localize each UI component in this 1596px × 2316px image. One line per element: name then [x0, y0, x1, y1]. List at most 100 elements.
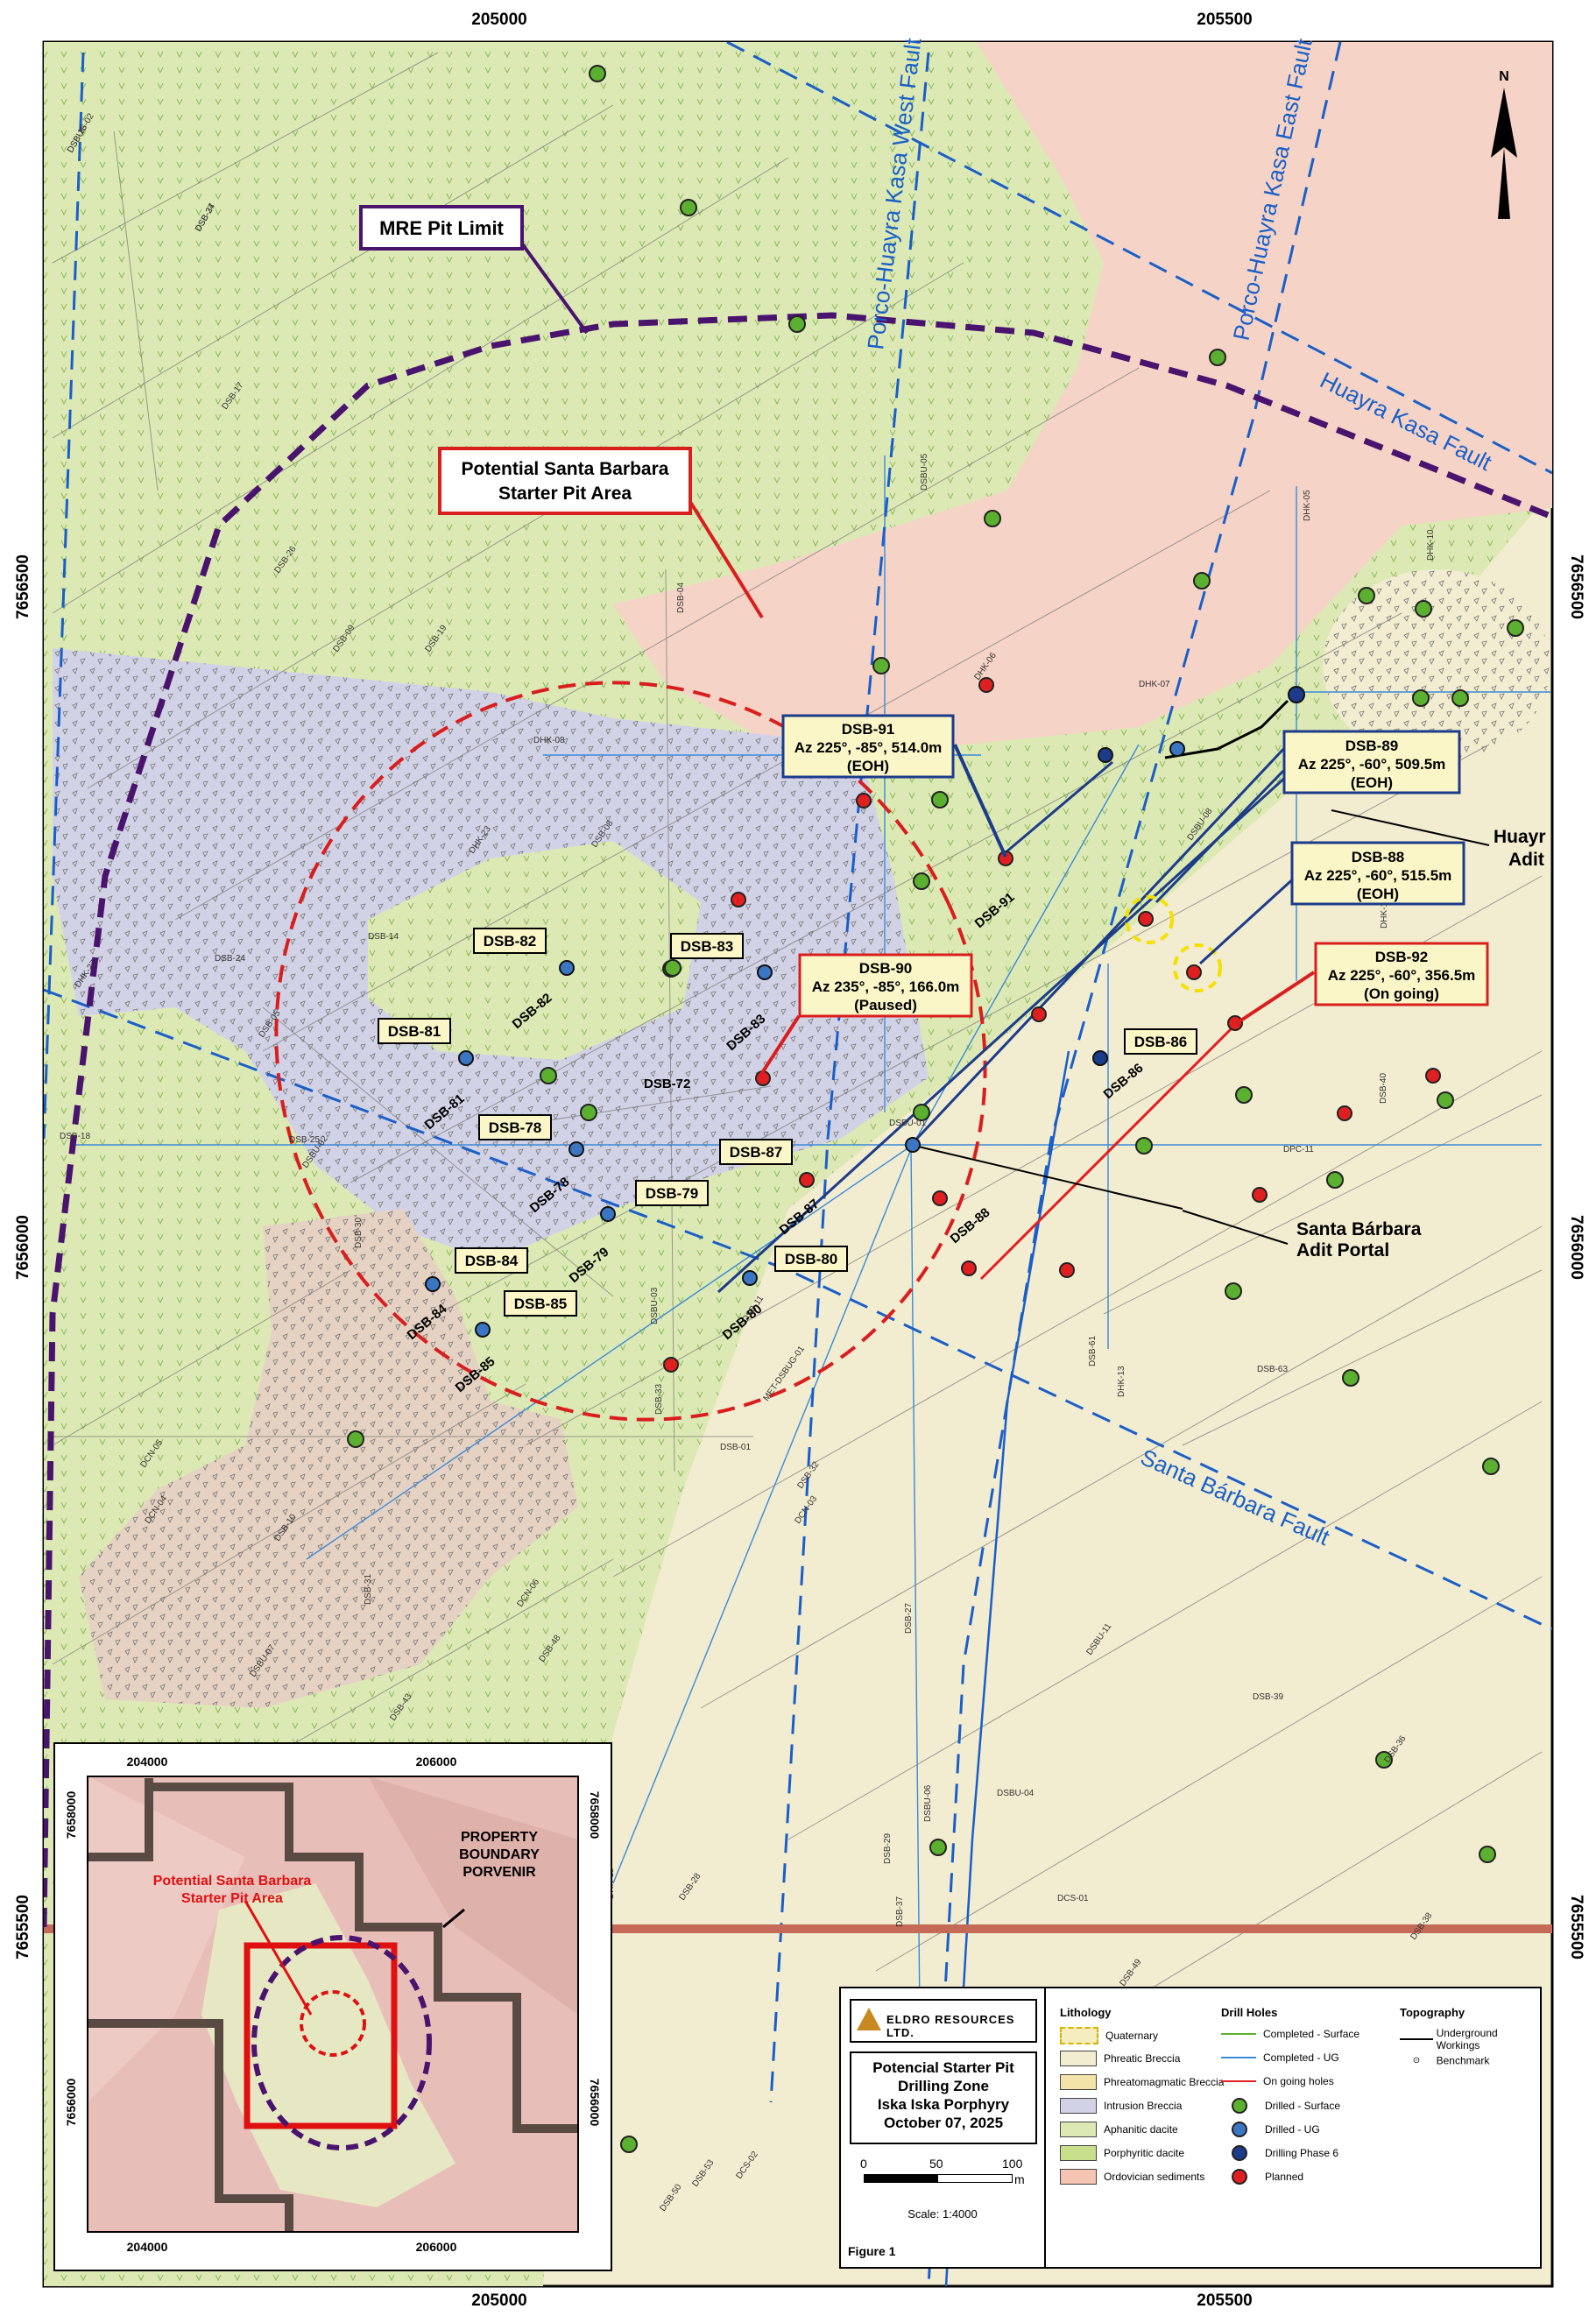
dsb91-title: DSB-91	[842, 721, 894, 738]
easting-bottom-2: 205500	[1197, 2291, 1252, 2310]
lithology-label: Phreatomagmatic Breccia	[1104, 2076, 1225, 2088]
lithology-label: Aphanitic dacite	[1104, 2123, 1178, 2136]
inset-boundary-b	[149, 1783, 578, 2133]
dsb91-line2: Az 225°, -85°, 514.0m	[794, 739, 943, 756]
drill-symbol-icon	[1232, 2145, 1247, 2161]
highlight-dsb88	[1125, 895, 1174, 944]
lithology-swatch	[1060, 2169, 1097, 2185]
dsb92-callout	[1314, 942, 1489, 1006]
legend-lithology-title: Lithology	[1060, 2006, 1112, 2019]
hole-box-dsb-80: DSB-80	[774, 1246, 848, 1272]
dsb89-callout	[1282, 730, 1461, 794]
dsb92-title: DSB-92	[1375, 949, 1428, 965]
topo-item-workings: Underground Workings	[1400, 2027, 1531, 2051]
coordinate-labels: 205000 205500 205000 205500 7656500 7656…	[14, 11, 1585, 2310]
north-label: N	[1499, 69, 1509, 84]
scale-bar-shape	[864, 2174, 1013, 2183]
minor-label: DCS-01	[1057, 1894, 1089, 1903]
dsb89-title: DSB-89	[1345, 738, 1398, 754]
legend-drill-title: Drill Holes	[1221, 2006, 1278, 2019]
inset-starter-line1: Potential Santa Barbara	[153, 1874, 312, 1889]
drill-label: Drilled - Surface	[1265, 2100, 1341, 2112]
minor-label: DSB-39	[1253, 1692, 1283, 1702]
lithology-label: Quaternary	[1105, 2030, 1159, 2042]
workings-line-icon	[1400, 2038, 1433, 2040]
company-logo: ELDRO RESOURCES LTD.	[850, 1999, 1037, 2043]
dsb92-line2: Az 225°, -60°, 356.5m	[1328, 967, 1476, 984]
huayra-adit-leader	[1331, 809, 1490, 846]
drill-label: Drilling Phase 6	[1265, 2147, 1339, 2159]
santa-barbara-adit-leader	[1182, 1210, 1289, 1245]
inset-boundary-arrow	[442, 1908, 465, 1929]
mre-callout-leader	[515, 235, 589, 335]
drill-item: On going holes	[1221, 2074, 1396, 2087]
northing-right-3: 7655500	[1567, 1895, 1585, 1959]
minor-label: DPC-11	[1283, 1145, 1314, 1154]
easting-top-2: 205500	[1197, 11, 1252, 29]
inset-pit-limit	[251, 1935, 432, 2150]
inset-y-right-1: 7658000	[588, 1791, 602, 1839]
starter-callout-line2: Starter Pit Area	[498, 484, 632, 504]
minor-label: DHK-07	[1139, 680, 1170, 689]
hole-box-dsb-83: DSB-83	[670, 933, 744, 959]
collars-ug	[425, 686, 1305, 1338]
inset-red-box	[244, 1942, 398, 2129]
dsb88-callout	[1290, 841, 1465, 906]
inset-x-top-2: 206000	[416, 1755, 457, 1769]
hole-box-text: DSB-84	[465, 1253, 519, 1269]
benchmark-icon: ⊙	[1412, 2056, 1421, 2066]
drill-item: Completed - Surface	[1221, 2027, 1396, 2040]
lithology-label: Phreatic Breccia	[1104, 2052, 1181, 2065]
inset-y-left-1: 7658000	[64, 1791, 78, 1839]
faults	[44, 42, 1552, 2103]
lithology-item: Aphanitic dacite	[1060, 2122, 1218, 2137]
collars-surface	[347, 65, 1524, 2153]
minor-label: DHK-13	[1117, 1366, 1126, 1397]
lithology-item: Phreatomagmatic Breccia	[1060, 2074, 1224, 2090]
lithology-swatch	[1060, 2145, 1097, 2161]
huayra-adit-line1: Huayr	[1494, 827, 1546, 847]
drill-traces	[52, 52, 1543, 2103]
dsb90-callout	[798, 953, 973, 1018]
hole-box-dsb-78: DSB-78	[478, 1114, 552, 1140]
hole-box-text: DSB-81	[388, 1023, 441, 1040]
drill-label: Drilled - UG	[1265, 2123, 1320, 2136]
hole-box-text: DSB-87	[730, 1144, 782, 1161]
underground-workings	[1164, 699, 1289, 759]
title-line2: Drilling Zone	[898, 2078, 989, 2094]
scale-0: 0	[860, 2157, 867, 2171]
starter-callout-leader	[681, 489, 764, 619]
lithology-swatch	[1060, 2074, 1097, 2090]
northing-right-1: 7656500	[1567, 554, 1585, 619]
drill-label: Planned	[1265, 2171, 1304, 2183]
minor-label: DSB-37	[895, 1896, 905, 1927]
inset-boundary-c	[88, 2019, 293, 2232]
dsb91-leader	[953, 744, 1007, 858]
drill-item: Drilling Phase 6	[1221, 2145, 1396, 2161]
minor-label: DSBU-03	[650, 1287, 660, 1324]
drill-item: Drilled - Surface	[1221, 2098, 1396, 2114]
starter-callout-line1: Potential Santa Barbara	[462, 459, 669, 479]
drill-symbol-icon	[1232, 2122, 1247, 2137]
title-line3: Iska Iska Porphyry	[877, 2096, 1010, 2113]
starter-callout-box	[438, 447, 692, 515]
huayra-adit-line2: Adit	[1508, 850, 1544, 870]
minor-label: DSBU-04	[997, 1789, 1035, 1798]
topo-benchmark-label: Benchmark	[1436, 2054, 1490, 2067]
inset-y-left-2: 7656000	[64, 2079, 78, 2127]
title-column: ELDRO RESOURCES LTD. Potencial Starter P…	[841, 1988, 1046, 2267]
minor-label: DSB-31	[364, 1574, 373, 1605]
lithology-label: Ordovician sediments	[1104, 2171, 1205, 2183]
minor-label: DSB-24	[215, 954, 245, 964]
easting-bottom-1: 205000	[471, 2291, 526, 2310]
scale-100: 100	[1002, 2157, 1023, 2171]
dsb92-line3: (On going)	[1364, 985, 1439, 1002]
minor-label: DSB-25	[289, 1135, 320, 1145]
dsb89-line2: Az 225°, -60°, 509.5m	[1298, 756, 1446, 773]
east-fault-line	[927, 42, 1342, 2286]
lithology-swatch	[1060, 2051, 1097, 2066]
dsb88-line2: Az 225°, -60°, 515.5m	[1304, 867, 1452, 884]
minor-label: DHK-08	[533, 736, 565, 745]
